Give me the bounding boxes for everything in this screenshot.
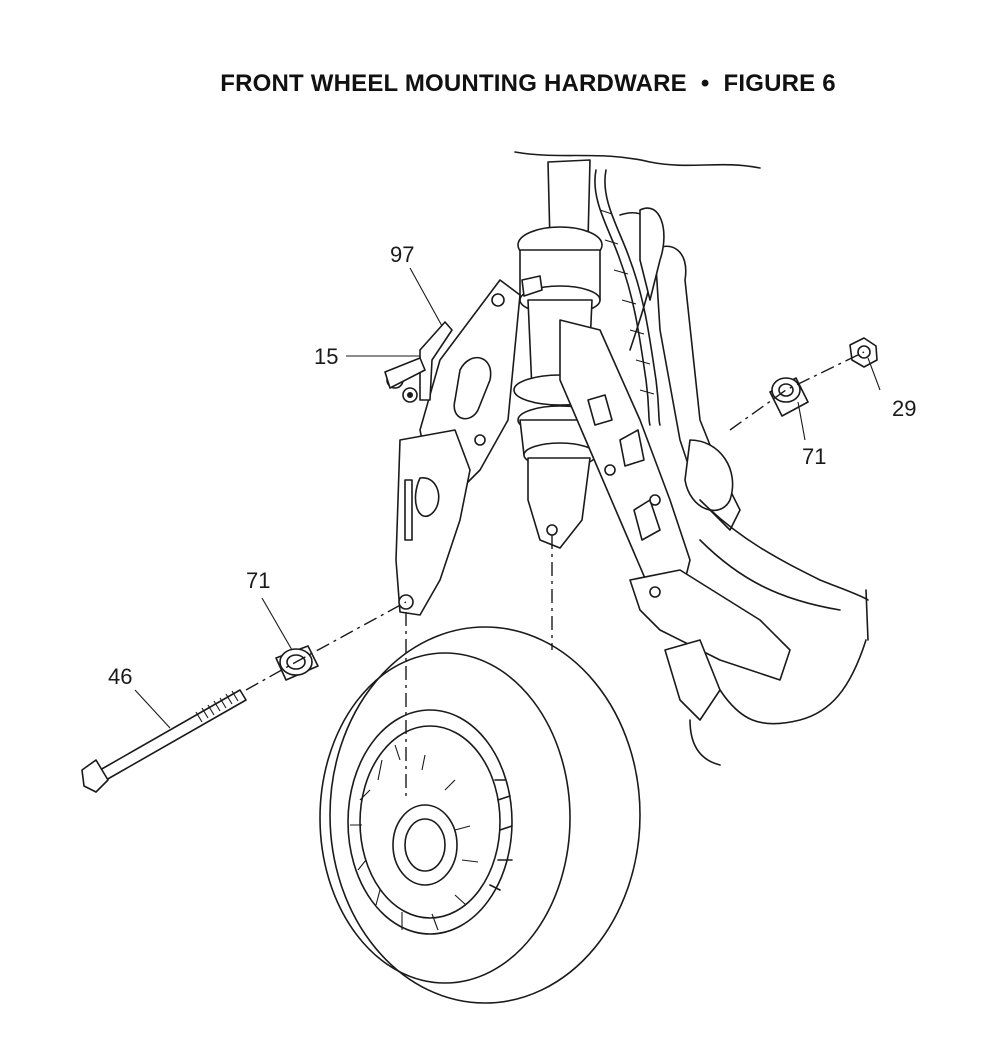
callout-29: 29	[892, 396, 916, 421]
figure-number: FIGURE 6	[723, 70, 836, 97]
figure-title-text: FRONT WHEEL MOUNTING HARDWARE	[220, 70, 687, 97]
callout-46: 46	[108, 664, 132, 689]
left-spacer	[275, 645, 319, 681]
callout-97: 97	[390, 242, 414, 267]
figure-title: FRONT WHEEL MOUNTING HARDWARE • FIGURE 6	[0, 70, 1000, 104]
front-wheel	[319, 626, 641, 1004]
axle-bolt	[81, 689, 247, 793]
callout-71-left: 71	[246, 568, 270, 593]
title-separator: •	[700, 70, 710, 97]
assembly-centerlines	[245, 351, 865, 800]
callout-15: 15	[314, 344, 338, 369]
left-fork-arm	[395, 275, 543, 616]
lower-frame	[629, 499, 869, 766]
brake-lever-assembly	[384, 321, 453, 403]
callout-71-right: 71	[802, 444, 826, 469]
right-fork-arm	[559, 207, 741, 601]
leader-lines	[134, 267, 881, 729]
